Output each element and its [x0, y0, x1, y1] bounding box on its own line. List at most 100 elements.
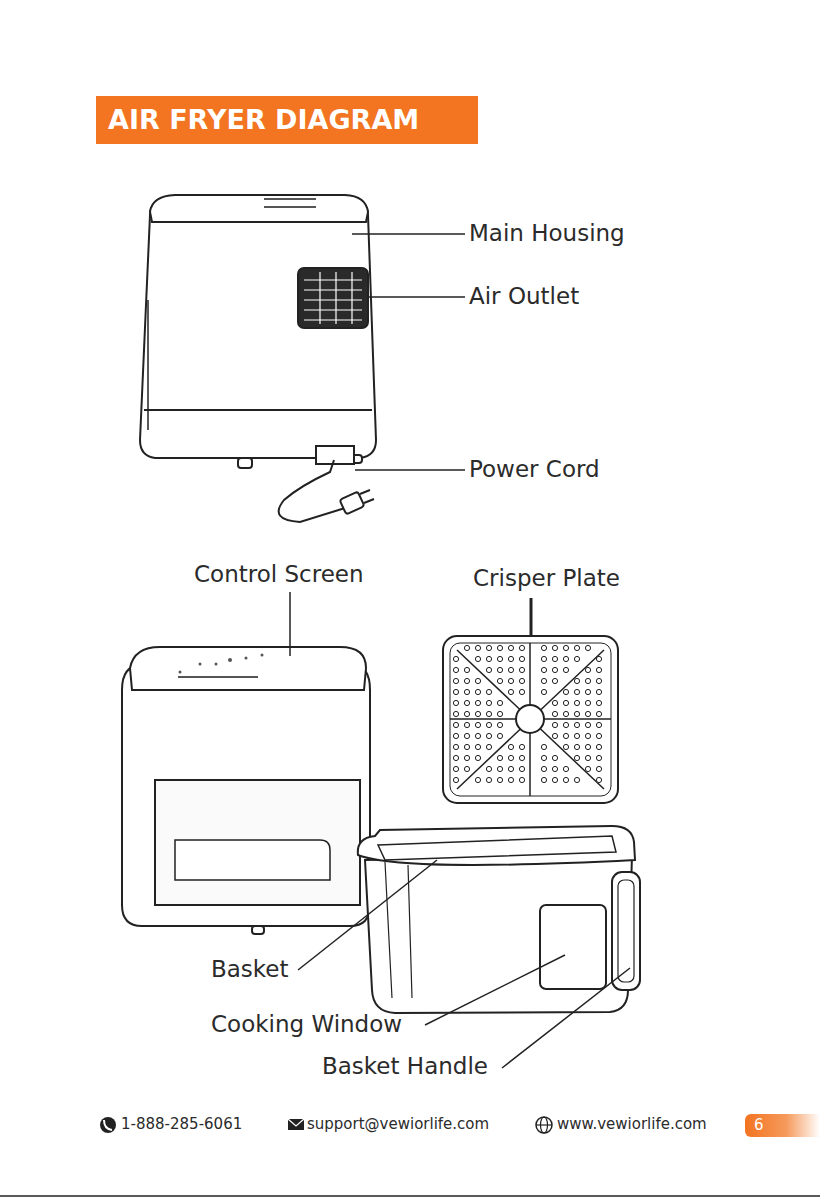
basket-rim-inner [378, 836, 616, 860]
plate-hole [464, 744, 469, 749]
plate-hole [475, 755, 480, 760]
plate-hole [453, 766, 458, 771]
plate-hole [475, 689, 480, 694]
plate-hole [563, 744, 568, 749]
housing-edge [147, 300, 149, 430]
plate-hole [464, 722, 469, 727]
plate-hole [585, 711, 590, 716]
control-dot [179, 671, 182, 674]
leader-line [355, 469, 465, 471]
footer-text: www.vewiorlife.com [557, 1117, 707, 1132]
plate-hole [596, 722, 601, 727]
plate-hole [596, 667, 601, 672]
plate-hole [585, 678, 590, 683]
plate-hole [486, 744, 491, 749]
part-label: Main Housing [469, 222, 625, 245]
plate-hole [497, 711, 502, 716]
plate-hole [508, 667, 513, 672]
phone-icon [100, 1117, 116, 1133]
plate-ribs [450, 643, 611, 796]
leader-line [352, 233, 465, 235]
plate-hole [563, 733, 568, 738]
plate-hole [563, 766, 568, 771]
plate-hole [552, 711, 557, 716]
leader-line [298, 860, 437, 970]
air-outlet-shape [298, 268, 368, 328]
plate-hole [475, 678, 480, 683]
plate-hole [596, 711, 601, 716]
plate-hole [453, 667, 458, 672]
part-label: Basket [211, 958, 289, 981]
leader-line [289, 592, 291, 656]
plate-hole [585, 667, 590, 672]
top-controls [264, 198, 316, 208]
plate-hole [497, 766, 502, 771]
part-label: Control Screen [194, 563, 364, 586]
plate-hole [574, 777, 579, 782]
crisper-plate-shape [443, 636, 618, 803]
cooking-window-shape [540, 905, 606, 989]
plate-hole [541, 744, 546, 749]
plate-hole [585, 733, 590, 738]
basket-rim [358, 826, 635, 865]
plate-hole [563, 777, 568, 782]
part-label: Crisper Plate [473, 567, 620, 590]
grille-lines [304, 280, 362, 320]
plate-hole [464, 645, 469, 650]
leader-line [425, 955, 565, 1025]
control-dot [215, 663, 218, 666]
plate-hole [497, 656, 502, 661]
mail-icon [288, 1119, 304, 1130]
plate-hole [552, 755, 557, 760]
plate-hole [552, 700, 557, 705]
cavity-floor [175, 840, 330, 880]
leader-line [368, 296, 465, 298]
control-lid [130, 647, 366, 690]
footer-text: 1-888-285-6061 [121, 1117, 242, 1132]
control-dot [199, 663, 202, 666]
plate-hole [541, 678, 546, 683]
plate-hole [486, 667, 491, 672]
plate-hole [508, 777, 513, 782]
plate-hole [519, 689, 524, 694]
plate-hole [519, 766, 524, 771]
control-screen-marks [178, 654, 264, 679]
plate-hole [453, 711, 458, 716]
title-band: AIR FRYER DIAGRAM [96, 96, 478, 144]
plate-hole [486, 777, 491, 782]
plate-hole [574, 744, 579, 749]
plate-hole [563, 700, 568, 705]
plate-hole [585, 645, 590, 650]
plate-hole [596, 766, 601, 771]
plate-hole [519, 777, 524, 782]
globe-equator [536, 1124, 552, 1125]
plate-hole [519, 645, 524, 650]
plate-inner [450, 643, 611, 796]
handle-grip [618, 880, 634, 982]
plate-hole [475, 777, 480, 782]
plate-hole [563, 667, 568, 672]
plate-hole [486, 700, 491, 705]
plate-hole [574, 755, 579, 760]
plate-hole [464, 733, 469, 738]
upper-fryer [140, 195, 376, 468]
lower-fryer [122, 647, 370, 934]
control-marks [264, 206, 316, 208]
plate-hole [464, 711, 469, 716]
grille-lines [320, 272, 352, 324]
plate-hole [508, 766, 513, 771]
plate-hole [596, 733, 601, 738]
plate-hole [475, 733, 480, 738]
plate-hole [497, 700, 502, 705]
plate-hole [596, 656, 601, 661]
plate-hole [552, 645, 557, 650]
plate-hole [585, 689, 590, 694]
plate-hole [497, 645, 502, 650]
part-label: Air Outlet [469, 285, 579, 308]
foot [238, 458, 252, 468]
plate-hole [552, 678, 557, 683]
plate-hole [541, 667, 546, 672]
plate-hole [519, 667, 524, 672]
plate-hole [541, 766, 546, 771]
plate-hole [497, 755, 502, 760]
